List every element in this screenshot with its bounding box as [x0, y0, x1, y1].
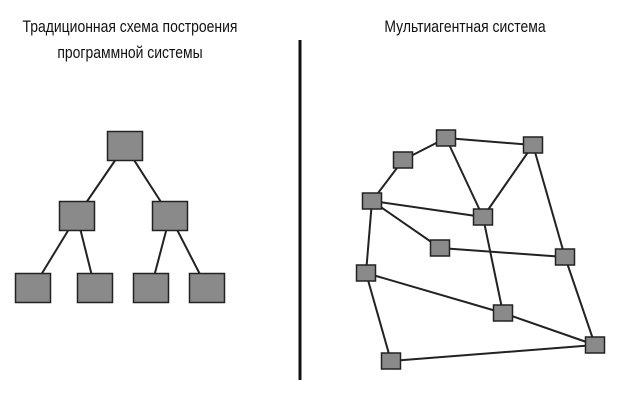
edge	[371, 200, 441, 249]
agent-node	[429, 239, 451, 257]
edge	[564, 256, 596, 346]
edge	[365, 200, 373, 274]
agent-node	[492, 304, 514, 322]
edge	[365, 272, 504, 314]
edge	[390, 344, 596, 362]
agent-network	[355, 129, 606, 370]
edge	[445, 137, 484, 218]
agent-node	[472, 208, 494, 226]
edge	[502, 312, 596, 346]
edge	[532, 144, 566, 258]
tree-node	[151, 200, 189, 232]
title-line-2: программной системы	[57, 43, 203, 62]
edge	[445, 137, 534, 146]
agent-node	[554, 248, 576, 266]
tree-node	[76, 272, 114, 304]
edge	[365, 272, 392, 362]
hierarchy-tree	[14, 130, 226, 304]
agent-node	[380, 352, 402, 370]
edge	[371, 200, 484, 218]
tree-node	[188, 272, 226, 304]
agent-node	[355, 264, 377, 282]
tree-node	[14, 272, 52, 304]
agent-node	[522, 136, 544, 154]
title-line-1: Традиционная схема построения	[22, 17, 238, 36]
tree-node	[58, 200, 96, 232]
edge	[439, 247, 566, 258]
tree-node	[132, 272, 170, 304]
tree-node	[106, 130, 144, 162]
traditional-scheme-title: Традиционная схема построения программно…	[7, 14, 253, 66]
agent-node	[584, 336, 606, 354]
agent-node	[361, 192, 383, 210]
agent-node	[435, 129, 457, 147]
multiagent-system-title: Мультиагентная система	[384, 17, 546, 36]
edge	[482, 144, 534, 218]
edge	[482, 216, 504, 314]
agent-node	[392, 151, 414, 169]
